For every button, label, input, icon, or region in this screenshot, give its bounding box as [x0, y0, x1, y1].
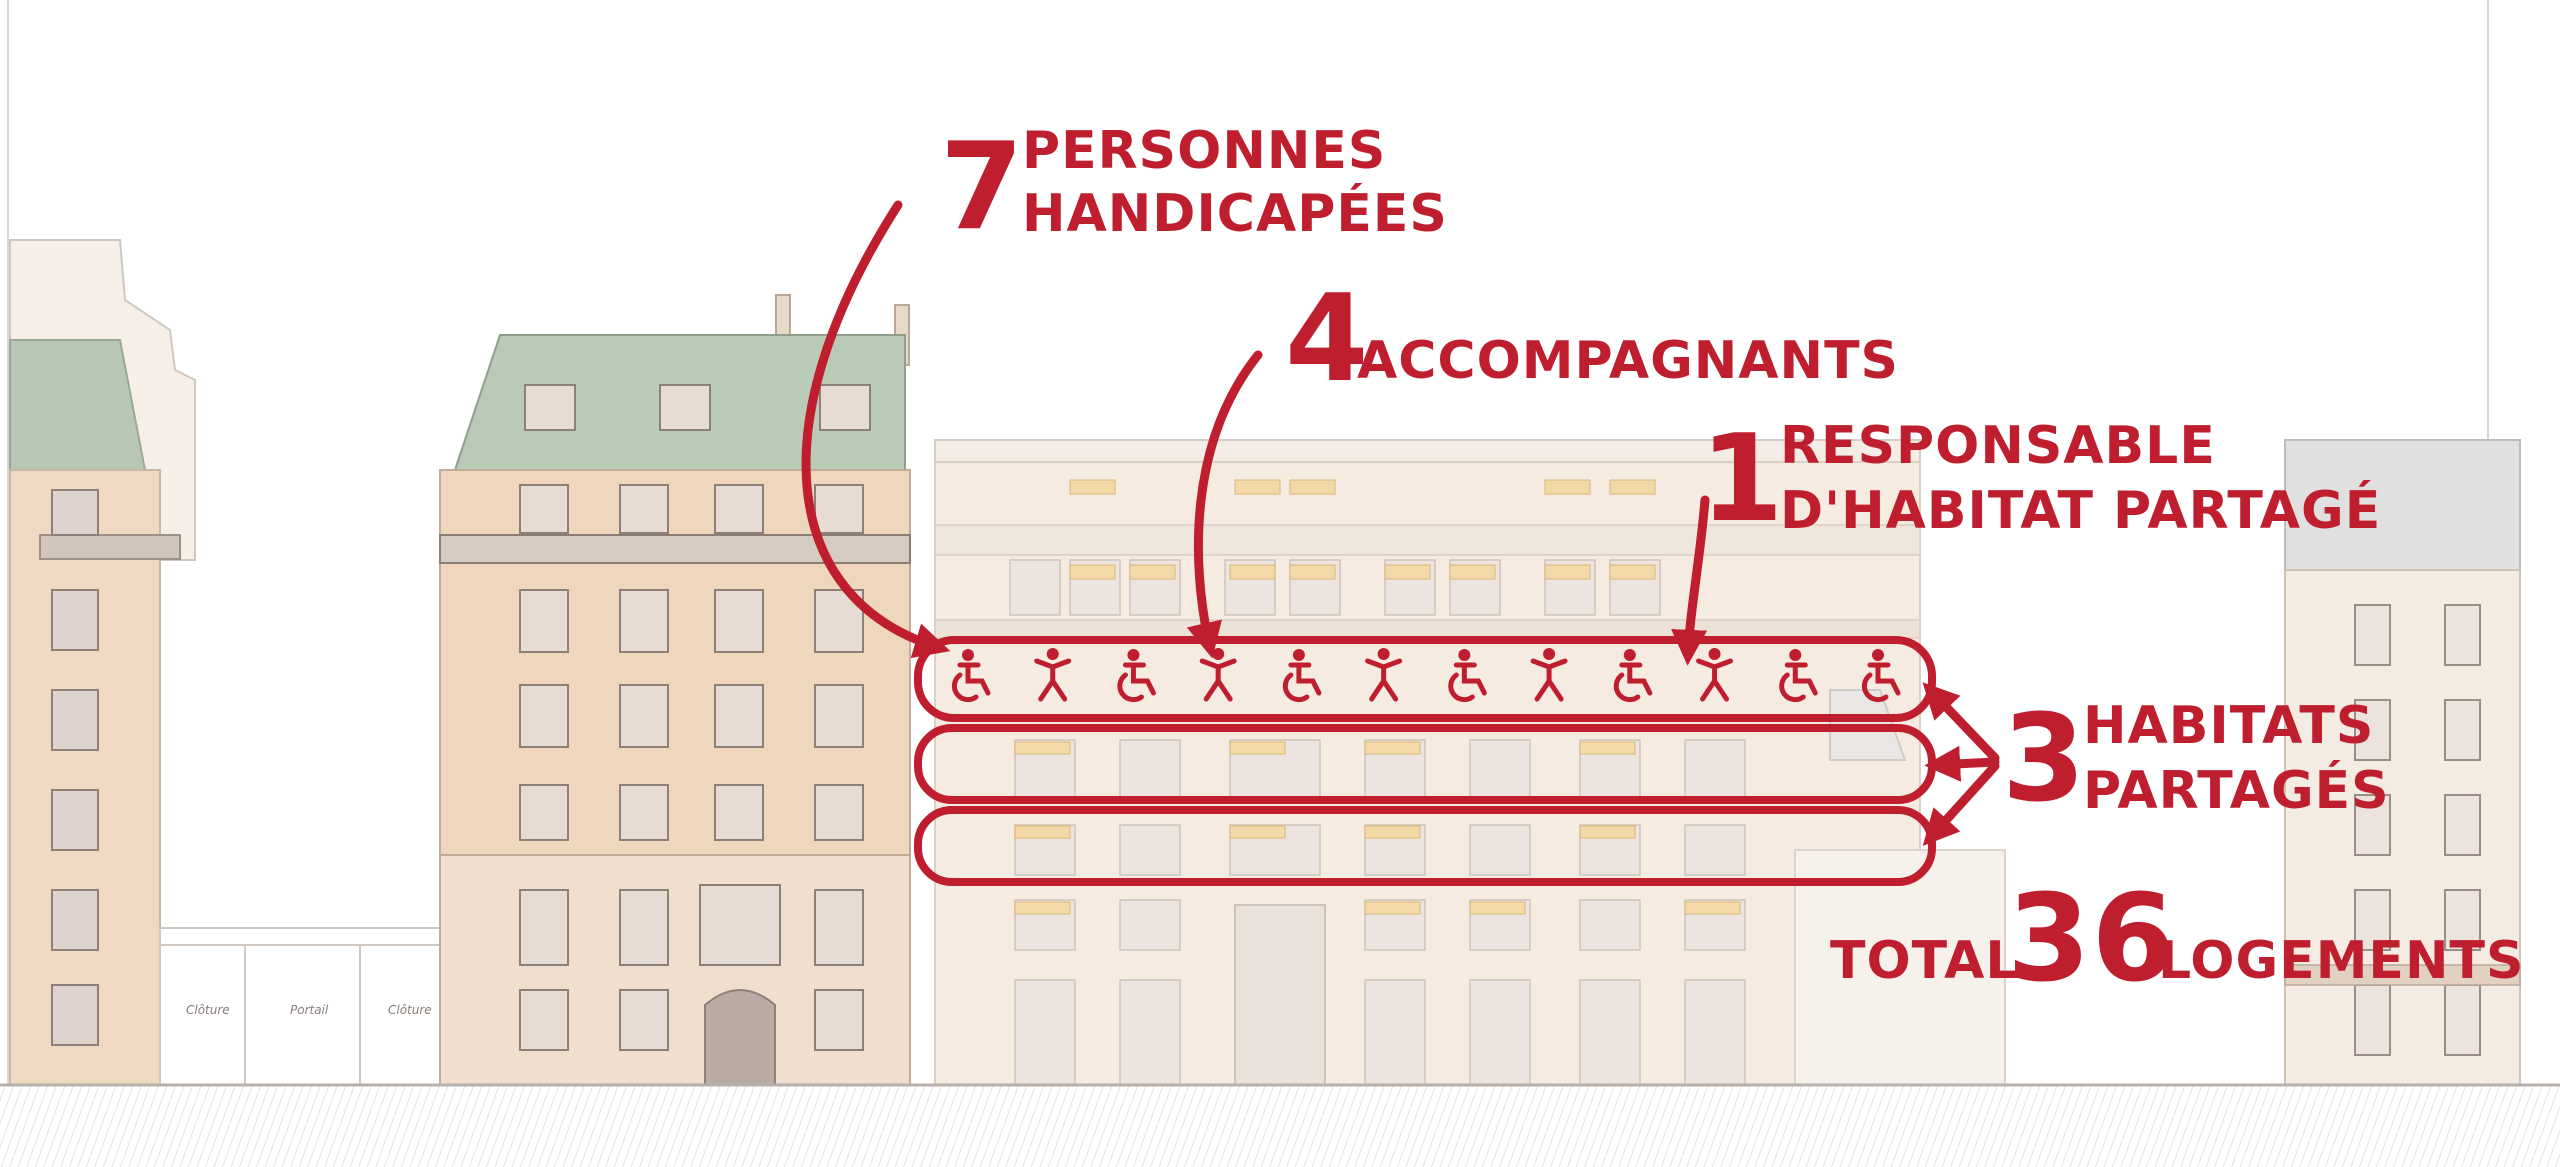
wheelchair-icon [1861, 649, 1901, 703]
people-row [951, 648, 1901, 703]
fence-label-right: Clôture [388, 1003, 432, 1017]
total-suffix: LOGEMENTS [2158, 931, 2525, 991]
responsable-line2: D'HABITAT PARTAGÉ [1780, 481, 2382, 541]
personnes-line2: HANDICAPÉES [1022, 184, 1448, 244]
arrow-habitat-2 [1924, 745, 2000, 782]
habitats-number: 3 [2002, 690, 2087, 829]
accompagnants-text: ACCOMPAGNANTS [1357, 331, 1899, 391]
haussmann-building [439, 294, 911, 1086]
wheelchair-icon [1117, 649, 1156, 703]
new-central-building [934, 439, 1921, 1086]
arrow-habitat-1 [1922, 682, 2000, 763]
fence-label-left: Clôture [186, 1003, 230, 1017]
wheelchair-icon [1448, 649, 1487, 703]
arrow-personnes [801, 200, 951, 658]
person-icon [1696, 648, 1734, 702]
person-icon [1530, 648, 1568, 702]
wheelchair-icon [1282, 649, 1322, 703]
arrow-responsable [1671, 495, 1710, 666]
wheelchair-icon [1613, 649, 1653, 703]
responsable-number: 1 [1700, 410, 1785, 549]
person-icon [1034, 648, 1072, 702]
left-edge-building [9, 239, 196, 1086]
habitats-line1: HABITATS [2083, 696, 2375, 756]
person-icon [1199, 648, 1237, 702]
habitats-line2: PARTAGÉS [2083, 761, 2390, 821]
responsable-line1: RESPONSABLE [1780, 416, 2216, 476]
total-number: 36 [2007, 870, 2176, 1009]
wheelchair-icon [951, 649, 991, 703]
personnes-number: 7 [940, 118, 1025, 257]
arrow-habitat-3 [1922, 761, 2000, 847]
right-annex-building [1794, 689, 2006, 1086]
fence [159, 927, 441, 1086]
personnes-line1: PERSONNES [1022, 121, 1387, 181]
gate-label: Portail [290, 1003, 329, 1017]
total-prefix: TOTAL [1830, 931, 2020, 991]
arrow-accompagnants [1186, 350, 1263, 659]
ground-hatching [0, 1085, 2560, 1167]
wheelchair-icon [1779, 649, 1818, 703]
person-icon [1365, 648, 1403, 702]
accompagnants-number: 4 [1285, 270, 1370, 409]
right-haussmann-building [2284, 439, 2521, 1086]
